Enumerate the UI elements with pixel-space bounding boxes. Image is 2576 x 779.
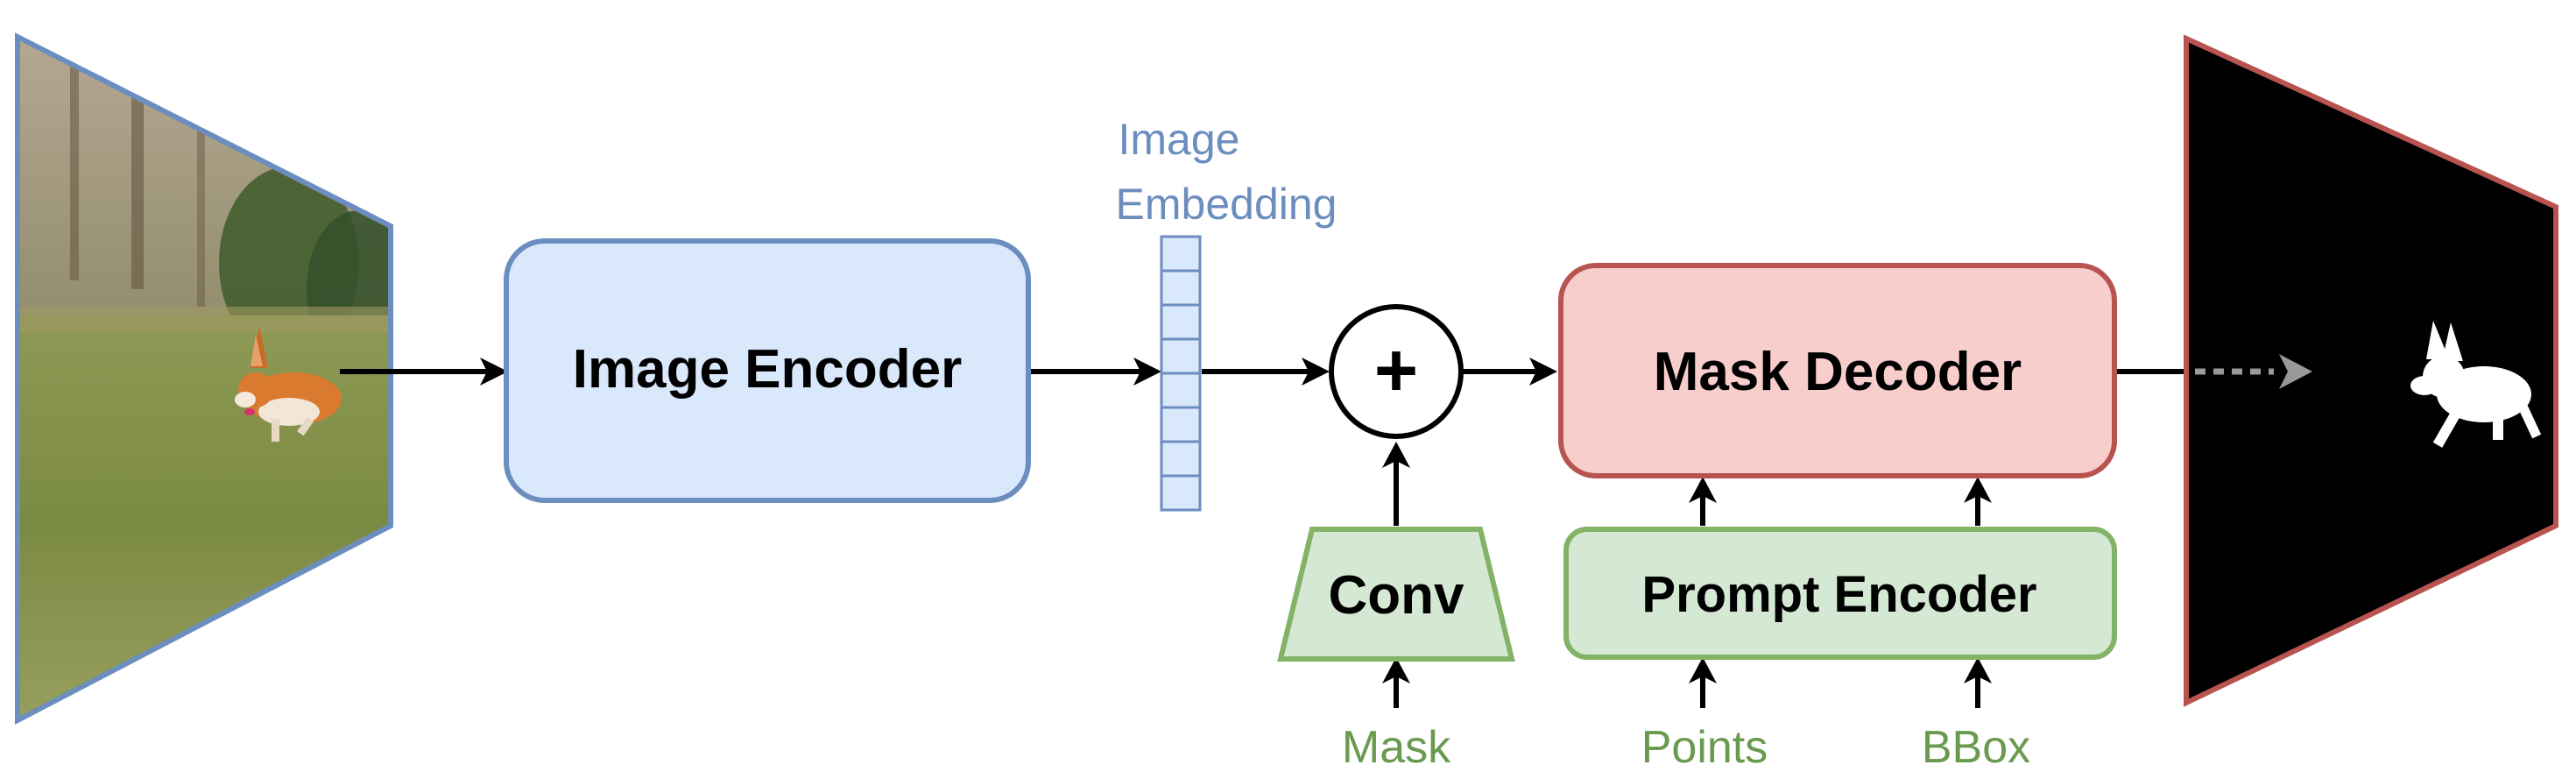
plus-symbol: + bbox=[1374, 329, 1418, 413]
arrow-embedding-to-plus bbox=[1202, 358, 1330, 386]
plus-node: + bbox=[1329, 304, 1464, 439]
points-input-label: Points bbox=[1641, 722, 1768, 773]
arrow-prompt-to-decoder-left bbox=[1689, 477, 1717, 526]
mask-decoder-label: Mask Decoder bbox=[1654, 342, 2022, 402]
arrow-plus-to-decoder bbox=[1463, 358, 1557, 386]
image-encoder-block: Image Encoder bbox=[504, 238, 1031, 503]
connectors bbox=[340, 358, 2186, 708]
mask-decoder-block: Mask Decoder bbox=[1558, 263, 2117, 478]
image-encoder-label: Image Encoder bbox=[573, 339, 962, 400]
arrow-image-to-encoder bbox=[340, 358, 508, 386]
embedding-cells bbox=[1160, 235, 1202, 512]
arrow-encoder-to-embedding bbox=[1030, 358, 1161, 386]
dog-figure bbox=[235, 326, 342, 442]
prompt-encoder-label: Prompt Encoder bbox=[1641, 566, 2036, 623]
arrow-bbox-to-prompt bbox=[1964, 657, 1992, 708]
embedding-label-line1: Image bbox=[1119, 115, 1240, 164]
bbox-input-label: BBox bbox=[1922, 722, 2030, 773]
arrow-points-to-prompt bbox=[1689, 657, 1717, 708]
arrow-conv-to-plus bbox=[1382, 442, 1410, 526]
arrow-prompt-to-decoder-right bbox=[1964, 477, 1992, 526]
dog-mask-silhouette bbox=[2410, 321, 2542, 448]
mask-input-label: Mask bbox=[1342, 722, 1451, 773]
input-image bbox=[15, 32, 393, 725]
conv-label: Conv bbox=[1329, 565, 1465, 626]
dashed-arrow bbox=[2195, 354, 2312, 389]
output-mask bbox=[2184, 34, 2558, 707]
embedding-label-line2: Embedding bbox=[1116, 180, 1337, 229]
conv-block: Conv bbox=[1277, 527, 1515, 662]
image-embedding-block: Image Embedding bbox=[1116, 115, 1337, 512]
arrow-mask-to-conv bbox=[1382, 657, 1410, 708]
prompt-encoder-block: Prompt Encoder bbox=[1563, 527, 2117, 660]
